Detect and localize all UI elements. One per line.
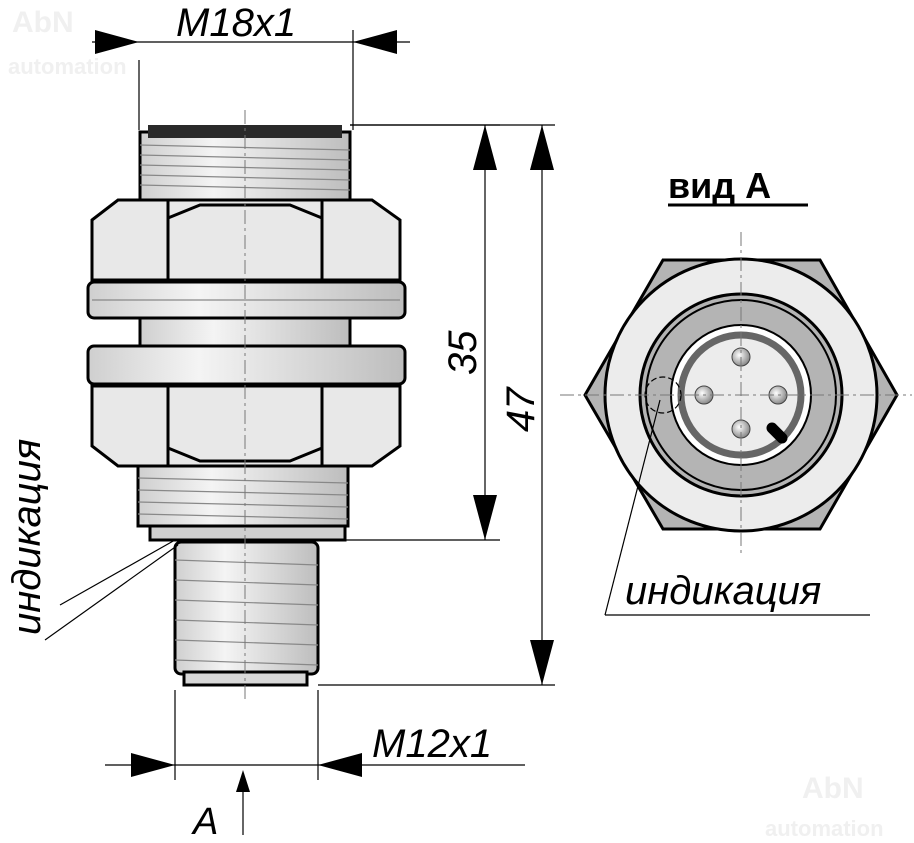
indication-callout-side: индикация — [5, 439, 179, 641]
watermark-bottom-right: AbN automation — [765, 772, 884, 841]
indication-callout-end: индикация — [604, 399, 870, 616]
watermark-brand: AbN — [12, 6, 74, 39]
dimension-m12: M12x1 — [105, 690, 525, 780]
arrow-up-icon — [236, 770, 250, 792]
dimension-arrows — [473, 125, 497, 540]
lower-nut — [90, 384, 402, 468]
dimension-47-label: 47 — [499, 386, 543, 432]
dimension-47: 47 — [318, 124, 555, 686]
sensor-side-view — [86, 110, 407, 700]
dimension-35: 35 — [345, 124, 500, 541]
indication-end-label: индикация — [625, 569, 821, 613]
view-a-arrow-label: A — [191, 801, 218, 843]
dimension-35-label: 35 — [441, 330, 485, 375]
connector-m12 — [173, 540, 320, 676]
dimension-m18: M18x1 — [92, 1, 410, 130]
watermark-sub: automation — [765, 816, 884, 841]
upper-nut — [90, 198, 402, 282]
view-a-title: вид A — [668, 165, 771, 206]
dimension-m18-label: M18x1 — [176, 1, 296, 45]
lower-washer — [86, 344, 407, 386]
coding-key — [766, 422, 788, 444]
watermark-top-left: AbN automation — [8, 6, 127, 79]
top-cap — [148, 125, 342, 138]
dimension-m12-label: M12x1 — [372, 722, 492, 766]
watermark-brand: AbN — [802, 772, 864, 805]
view-a-arrow: A — [191, 770, 250, 843]
watermark-sub: automation — [8, 54, 127, 79]
end-view-a: вид A — [560, 165, 912, 555]
collar — [148, 524, 347, 542]
indication-side-label: индикация — [5, 439, 49, 635]
